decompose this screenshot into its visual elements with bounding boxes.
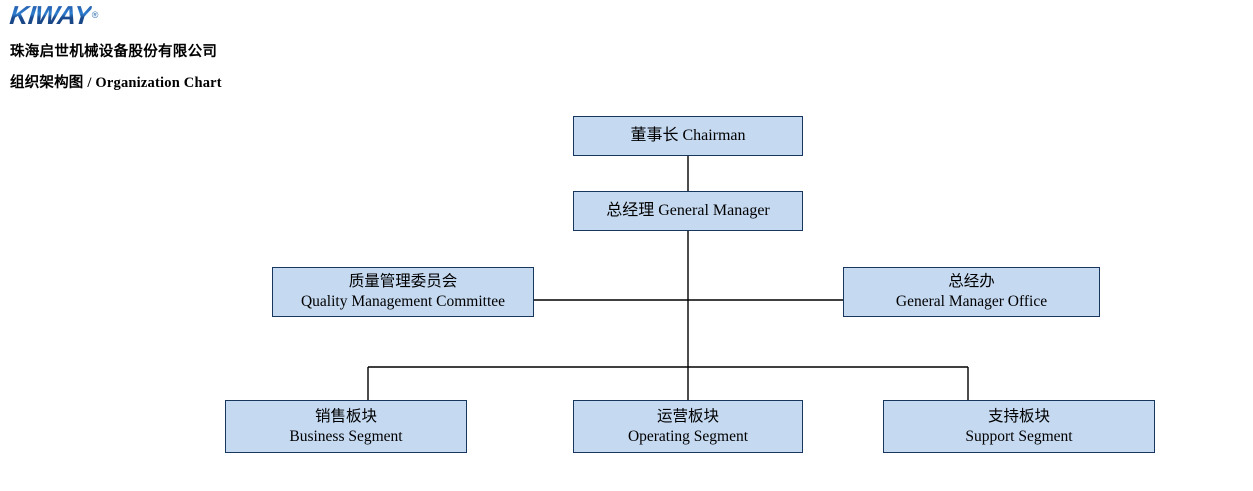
node-operating-segment[interactable]: 运营板块 Operating Segment <box>573 400 803 453</box>
node-general-manager-office[interactable]: 总经办 General Manager Office <box>843 267 1100 317</box>
page-header: KIWAY® 珠海启世机械设备股份有限公司 组织架构图 / Organizati… <box>8 0 610 92</box>
node-quality-management-committee[interactable]: 质量管理委员会 Quality Management Committee <box>272 267 534 317</box>
company-name: 珠海启世机械设备股份有限公司 <box>10 44 218 60</box>
node-general-manager-office-label-en: General Manager Office <box>895 293 1048 310</box>
node-operating-segment-label-cn: 运营板块 <box>656 407 719 425</box>
node-support-segment-label-en: Support Segment <box>965 427 1073 445</box>
node-general-manager-label: 总经理 General Manager <box>606 201 770 219</box>
registered-trademark-icon: ® <box>91 9 99 20</box>
node-general-manager-office-label-cn: 总经办 <box>948 273 995 291</box>
node-support-segment[interactable]: 支持板块 Support Segment <box>883 400 1155 453</box>
page-title-en: Organization Chart <box>95 75 222 91</box>
node-quality-management-committee-label-cn: 质量管理委员会 <box>348 273 458 291</box>
node-chairman[interactable]: 董事长 Chairman <box>573 116 803 156</box>
node-quality-management-committee-label-en: Quality Management Committee <box>300 293 506 310</box>
node-support-segment-label-cn: 支持板块 <box>987 407 1050 425</box>
node-business-segment[interactable]: 销售板块 Business Segment <box>225 400 467 453</box>
node-operating-segment-label-en: Operating Segment <box>627 427 749 445</box>
page-title-separator: / <box>83 75 96 91</box>
page-title-cn: 组织架构图 <box>10 75 84 91</box>
node-general-manager[interactable]: 总经理 General Manager <box>573 191 803 231</box>
node-chairman-label: 董事长 Chairman <box>630 126 746 144</box>
node-business-segment-label-en: Business Segment <box>289 427 403 445</box>
kiway-logo: KIWAY® <box>8 0 99 30</box>
page-title: 组织架构图 / Organization Chart <box>10 71 610 92</box>
node-business-segment-label-cn: 销售板块 <box>314 407 377 425</box>
